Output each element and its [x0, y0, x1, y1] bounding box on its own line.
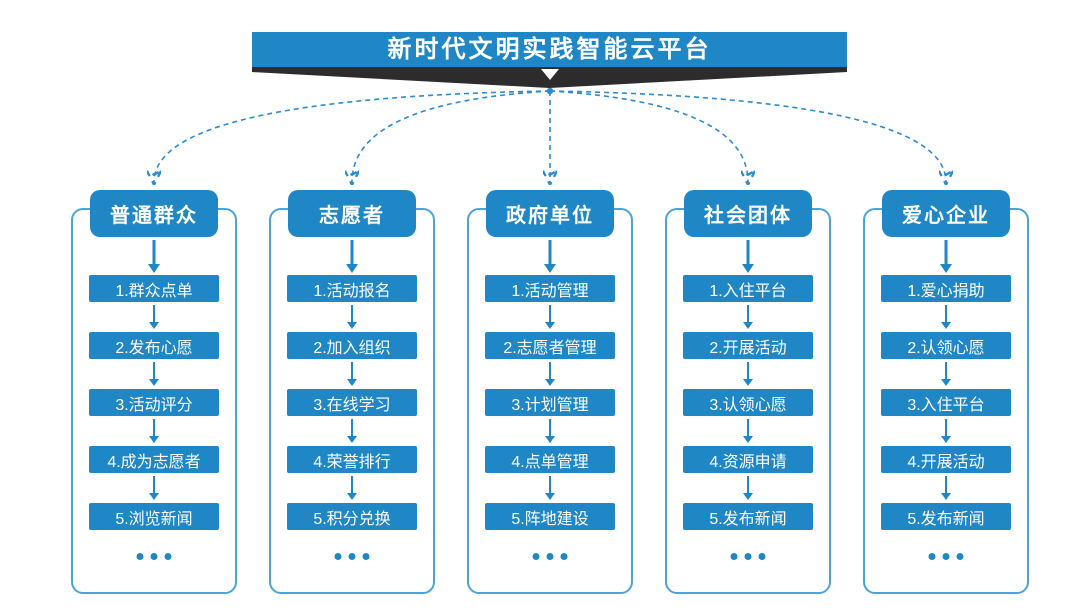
- down-arrow-icon: [939, 476, 953, 500]
- down-arrow-icon: [345, 362, 359, 386]
- flow-step: 2.加入组织: [287, 332, 417, 359]
- column-header: 政府单位: [486, 190, 614, 237]
- flow-step: 4.荣誉排行: [287, 446, 417, 473]
- down-arrow-icon: [741, 240, 755, 273]
- flow-step: 2.认领心愿: [881, 332, 1011, 359]
- down-arrow-icon: [147, 305, 161, 329]
- column-header: 爱心企业: [882, 190, 1010, 237]
- down-arrow-icon: [939, 305, 953, 329]
- column-header: 志愿者: [288, 190, 416, 237]
- flow-step: 2.志愿者管理: [485, 332, 615, 359]
- down-arrow-icon: [543, 362, 557, 386]
- flow-step: 1.活动报名: [287, 275, 417, 302]
- flow-step: 5.发布新闻: [683, 503, 813, 530]
- down-arrow-icon: [939, 419, 953, 443]
- dashed-connector: [154, 90, 551, 182]
- flow-step: 3.在线学习: [287, 389, 417, 416]
- flow-column-caring-enterprises: 爱心企业 1.爱心捐助 2.认领心愿 3.入住平台 4.开展活动 5.发布新闻: [856, 185, 1036, 605]
- down-arrow-icon: [345, 476, 359, 500]
- down-arrow-icon: [939, 240, 953, 273]
- flow-step: 5.浏览新闻: [89, 503, 219, 530]
- flow-step: 5.积分兑换: [287, 503, 417, 530]
- down-arrow-icon: [939, 362, 953, 386]
- down-arrow-icon: [147, 476, 161, 500]
- ellipsis-indicator: [730, 553, 766, 560]
- flow-step: 3.入住平台: [881, 389, 1011, 416]
- column-header: 社会团体: [684, 190, 812, 237]
- down-arrow-icon: [543, 419, 557, 443]
- banner-down-triangle-icon: [541, 69, 559, 80]
- down-arrow-icon: [345, 419, 359, 443]
- flow-step: 3.活动评分: [89, 389, 219, 416]
- down-arrow-icon: [345, 305, 359, 329]
- down-arrow-icon: [543, 476, 557, 500]
- down-arrow-icon: [741, 476, 755, 500]
- down-arrow-icon: [147, 240, 161, 273]
- flow-step: 1.入住平台: [683, 275, 813, 302]
- ellipsis-indicator: [334, 553, 370, 560]
- ellipsis-indicator: [532, 553, 568, 560]
- down-arrow-icon: [741, 419, 755, 443]
- flow-step: 5.阵地建设: [485, 503, 615, 530]
- fan-origin-dot: [546, 87, 554, 95]
- dashed-connector: [549, 90, 946, 182]
- flow-step: 3.计划管理: [485, 389, 615, 416]
- down-arrow-icon: [543, 305, 557, 329]
- ellipsis-indicator: [928, 553, 964, 560]
- page-title: 新时代文明实践智能云平台: [252, 32, 847, 67]
- ellipsis-indicator: [136, 553, 172, 560]
- flow-step: 2.发布心愿: [89, 332, 219, 359]
- flow-step: 4.点单管理: [485, 446, 615, 473]
- down-arrow-icon: [741, 362, 755, 386]
- flow-column-volunteers: 志愿者 1.活动报名 2.加入组织 3.在线学习 4.荣誉排行 5.积分兑换: [262, 185, 442, 605]
- dashed-connector: [549, 90, 748, 182]
- flow-step: 3.认领心愿: [683, 389, 813, 416]
- flow-step: 4.成为志愿者: [89, 446, 219, 473]
- down-arrow-icon: [147, 362, 161, 386]
- flow-step: 4.资源申请: [683, 446, 813, 473]
- down-arrow-icon: [543, 240, 557, 273]
- flow-step: 2.开展活动: [683, 332, 813, 359]
- flow-step: 4.开展活动: [881, 446, 1011, 473]
- flow-column-ordinary-people: 普通群众 1.群众点单 2.发布心愿 3.活动评分 4.成为志愿者 5.浏览新闻: [64, 185, 244, 605]
- down-arrow-icon: [345, 240, 359, 273]
- flow-step: 1.爱心捐助: [881, 275, 1011, 302]
- column-header: 普通群众: [90, 190, 218, 237]
- flow-step: 1.群众点单: [89, 275, 219, 302]
- flow-step: 5.发布新闻: [881, 503, 1011, 530]
- down-arrow-icon: [147, 419, 161, 443]
- flow-column-government-units: 政府单位 1.活动管理 2.志愿者管理 3.计划管理 4.点单管理 5.阵地建设: [460, 185, 640, 605]
- dashed-connector: [352, 90, 551, 182]
- flow-step: 1.活动管理: [485, 275, 615, 302]
- flow-column-social-groups: 社会团体 1.入住平台 2.开展活动 3.认领心愿 4.资源申请 5.发布新闻: [658, 185, 838, 605]
- down-arrow-icon: [741, 305, 755, 329]
